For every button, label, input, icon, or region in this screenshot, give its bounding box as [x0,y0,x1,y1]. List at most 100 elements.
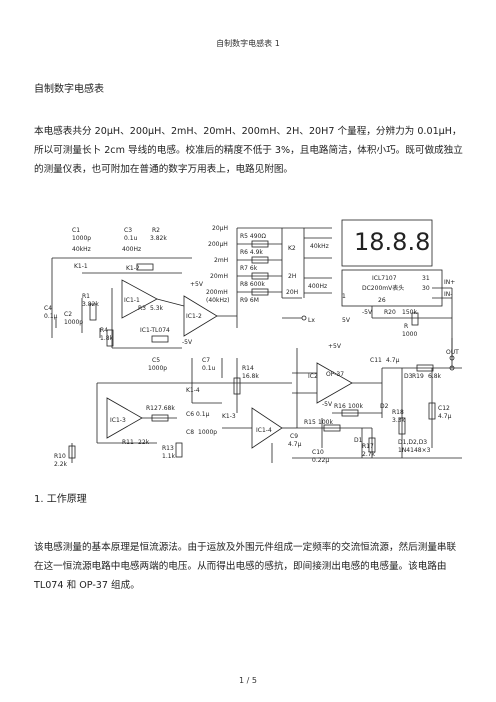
label-r4-value: 1.8k [100,335,114,342]
intro-paragraph: 本电感表共分 20μH、200μH、2mH、20mH、200mH、2H、20H7… [34,126,463,175]
label-min5v: -5V [362,309,373,316]
label-r13-value: 1.1k [162,453,176,460]
label-400hz: 400Hz [122,246,141,253]
label-op37: OP-37 [326,371,344,378]
label-r11-value: 22k [138,439,150,446]
label-d1-d2-d3: D1,D2,D3 [398,439,427,446]
label-c5-value: 1000p [148,365,167,372]
label-r12: R12 [146,405,158,412]
label-c10-value: 0.22μ [312,457,329,464]
label-r15: R15 [304,419,316,426]
label-ic1-3: IC1-3 [110,417,126,424]
label-c12: C12 [438,405,450,412]
label-c11: C11 [370,357,382,364]
label-40khz: 40kHz [72,246,91,253]
label-r18: R18 [392,409,404,416]
label-ic2: IC2 [308,373,318,380]
label-c6: C6 [186,411,194,418]
label-c1: C1 [72,227,80,234]
label-r3: R3 [138,305,146,312]
label-r17: R17 [362,443,374,450]
label-r10-value: 2.2k [54,461,68,468]
label-k1-2: K1-2 [126,265,140,272]
label-ic2-plus5v: +5V [328,343,342,350]
document-header: 自制数字电感表 1 [216,39,280,48]
label-icl7107: ICL7107 [372,275,397,282]
label-r9: R9 6M [240,297,259,304]
page-number: 1 / 5 [239,676,257,685]
label-range-20mh: 20mH [210,273,228,280]
label-range-200uh: 200μH [208,241,228,248]
label-r20-value: 150k [402,309,417,316]
label-ic2-minus5v: -5V [322,401,333,408]
label-range-2mh: 2mH [214,257,228,264]
label-c3: C3 [124,227,132,234]
label-ic1-1: IC1-1 [124,297,140,304]
label-pin31: 31 [422,275,430,282]
label-r11: R11 [122,439,134,446]
label-r14-value: 16.8k [242,373,259,380]
label-r2-value: 3.82k [150,235,167,242]
label-c11-value: 4.7μ [386,357,400,364]
label-c4-value: 0.1μ [44,313,58,320]
label-c9: C9 [290,433,298,440]
label-r12-value: 7.68k [158,405,175,412]
label-r4: R4 [100,327,108,334]
label-ic1-2: IC1-2 [186,313,202,320]
label-pin1: 1 [342,293,346,300]
label-k1-1: K1-1 [74,263,88,270]
label-r1: R1 [82,293,90,300]
label-c7-value: 0.1u [202,365,216,372]
label-r10: R10 [54,453,66,460]
label-c12-value: 4.7μ [438,413,452,420]
label-r19: R19 [412,373,424,380]
label-dc-meter: DC200mV表头 [362,284,404,292]
circuit-schematic: C1 1000p C3 0.1u R2 3.82k K1-1 40kHz 400… [44,219,462,468]
label-r3-value: 5.3k [150,305,164,312]
label-r14: R14 [242,365,254,372]
label-c3-value: 0.1u [124,235,138,242]
label-c2: C2 [64,311,72,318]
label-r5: R5 490Ω [240,233,266,240]
label-r13: R13 [162,445,174,452]
label-c5: C5 [152,357,160,364]
label-in-minus: IN- [444,291,452,298]
label-in-plus: IN+ [444,279,455,286]
label-r-value: 1000 [402,331,417,338]
label-ic1-tl074: IC1-TL074 [140,327,170,334]
label-5v: 5V [342,317,351,324]
label-ic1-4: IC1-4 [256,427,272,434]
label-diode-part: 1N4148×3 [398,447,431,454]
label-c6-value: 0.1μ [196,411,210,418]
label-range-200mh: 200mH [206,289,228,296]
label-c9-value: 4.7μ [288,441,302,448]
principle-paragraph: 该电感测量的基本原理是恒流源法。由于运放及外围元件组成一定频率的交流恒流源，然后… [34,542,457,591]
label-k2-40khz: 40kHz [310,243,329,250]
label-plus5v: +5V [190,281,204,288]
label-d3: D3 [404,373,413,380]
label-minus5v: -5V [182,339,193,346]
label-r: R [404,323,408,330]
label-r2: R2 [152,227,160,234]
label-d1: D1 [354,437,363,444]
label-range-2h: 2H [288,273,296,280]
label-k2-400hz: 400Hz [308,283,327,290]
label-r1-value: 3.82k [82,301,99,308]
label-k2: K2 [288,245,296,252]
label-k1-4: K1-4 [186,387,200,394]
label-r20: R20 [384,309,396,316]
label-c4: C4 [44,305,52,312]
label-range-40khz: (40kHz) [206,297,229,304]
label-k1-3: K1-3 [222,413,236,420]
label-range-20h: 20H [286,289,298,296]
label-out: OUT [446,349,459,356]
label-d2: D2 [380,403,389,410]
label-pin26: 26 [378,297,386,304]
label-r15-value: 100k [318,419,333,426]
label-pin30: 30 [422,285,430,292]
label-lx: Lx [308,317,315,324]
label-r16-value: 100k [348,403,363,410]
digit-display: 18.8.8 [354,228,430,256]
label-c10: C10 [312,449,324,456]
label-c8-value: 1000p [198,429,217,436]
